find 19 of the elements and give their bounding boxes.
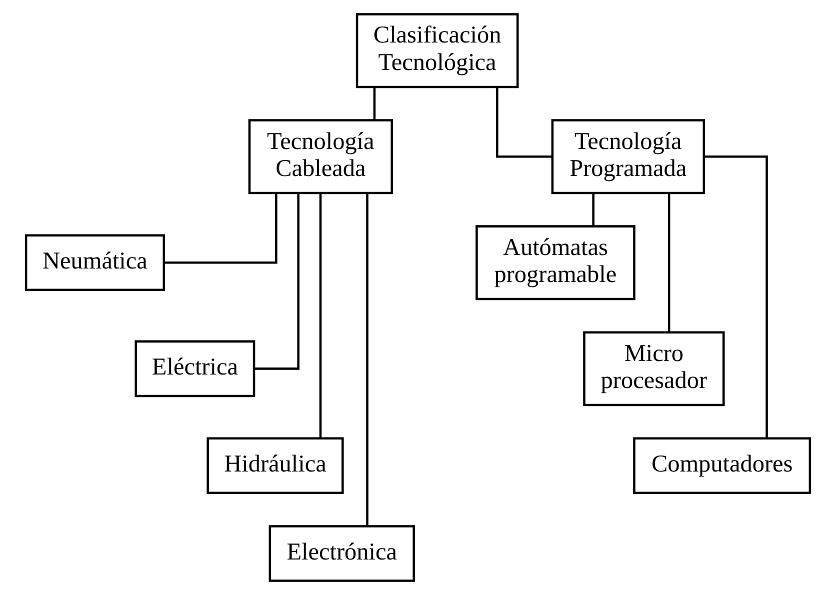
connector [704,156,768,438]
connector [496,87,552,158]
node-box: Micro procesador [583,331,725,406]
node-box: Eléctrica [134,340,256,398]
connector [668,193,670,332]
connector [373,87,376,120]
node-box: Tecnología Cableada [248,119,393,194]
node-box: Computadores [633,437,812,494]
connector [319,193,322,438]
node-box: Hidráulica [206,437,344,494]
node-box: Autómatas programable [476,225,636,300]
node-box: Tecnología Programada [551,119,706,194]
node-box: Electrónica [268,525,415,582]
connector [164,193,278,264]
node-box: Neumática [24,234,166,292]
connector [366,193,368,526]
node-box: Clasificación Tecnológica [356,13,519,88]
connector [592,193,594,226]
connector [254,193,300,370]
